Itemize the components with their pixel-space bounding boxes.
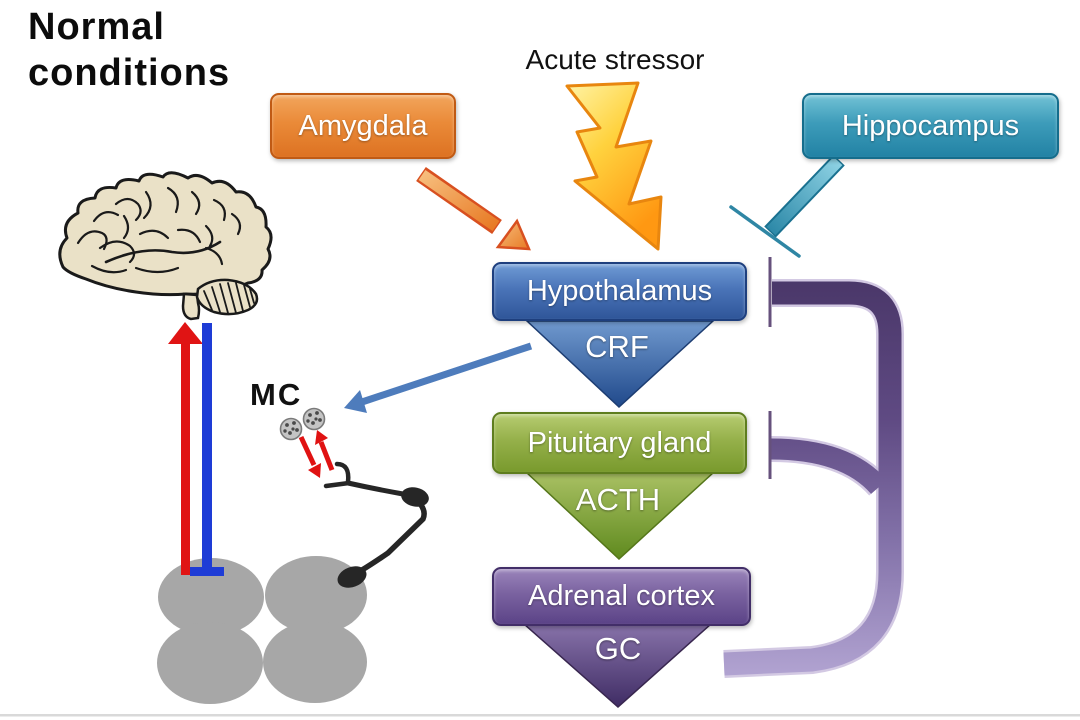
mast-cell-icons [279,407,326,441]
page-title: Normal conditions [28,4,230,97]
stimulation-arrow-red [168,322,203,575]
crf-triangle [525,320,715,409]
hypothalamus-box: Hypothalamus [492,262,747,321]
hippocampus-box: Hippocampus [802,93,1059,159]
mast-cell-2 [302,407,326,431]
mc-neuron-arrows [298,430,335,478]
hippocampus-label: Hippocampus [841,109,1020,142]
sensory-neuron [323,461,429,588]
acute-stressor-label: Acute stressor [525,44,705,75]
amygdala-box: Amygdala [270,93,456,159]
adrenal-gland-shape [157,556,367,704]
amygdala-label: Amygdala [298,109,428,142]
crf-to-mc-arrow [344,342,533,413]
amygdala-arrow [416,167,531,251]
adrenal-cortex-label: Adrenal cortex [528,580,715,612]
hippocampus-inhibit-bar [729,154,845,258]
feedback-loop [723,257,904,678]
crf-label: CRF [585,329,649,364]
mast-cell-1 [279,417,303,441]
brain-illustration [58,171,273,321]
neuron-cell-body [401,487,429,507]
inhibition-line-blue [190,323,224,576]
lightning-icon [565,81,663,251]
gc-label: GC [594,631,642,666]
brain-stem [181,292,201,321]
acth-label: ACTH [575,482,661,517]
feedback-branch-pituitary [770,438,887,495]
pituitary-gland-box: Pituitary gland [492,412,747,474]
adrenal-cortex-box: Adrenal cortex [492,567,751,626]
neuron-terminal [337,566,367,588]
page-title-line2: conditions [28,52,231,95]
bottom-border-line [0,714,1080,717]
mast-cell-label: MC [250,377,303,412]
pituitary-gland-label: Pituitary gland [527,426,712,459]
page-title-line1: Normal [28,6,165,48]
hypothalamus-label: Hypothalamus [526,275,713,307]
